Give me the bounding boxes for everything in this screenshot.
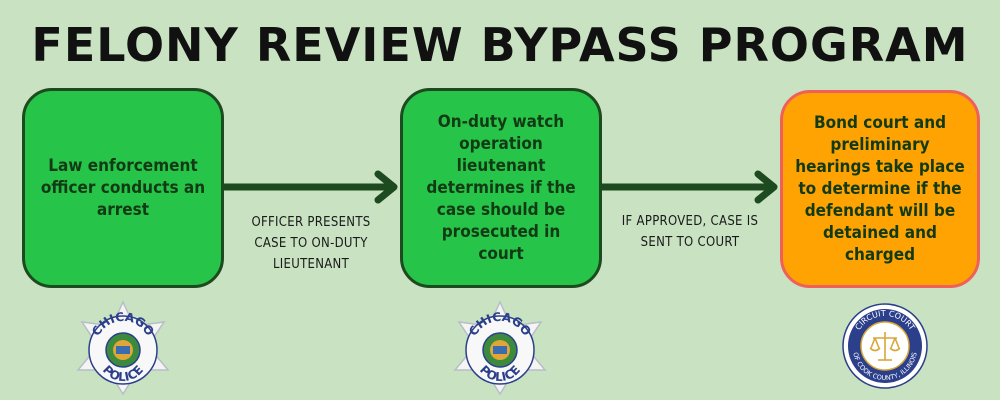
arrow-2 [602, 170, 778, 204]
diagram-title: FELONY REVIEW BYPASS PROGRAM [31, 18, 969, 72]
step-lieutenant-review-text: On-duty watch operation lieutenant deter… [426, 112, 576, 264]
arrow-1 [224, 170, 398, 204]
svg-text:POLICE: POLICE [477, 363, 523, 384]
step-bond-court: Bond court and preliminary hearings take… [780, 90, 980, 288]
cook-county-circuit-court-seal-logo: CIRCUIT COURT OF COOK COUNTY, ILLINOIS [842, 303, 928, 389]
connector-label-1-line-1: OFFICER PRESENTS [251, 215, 371, 230]
connector-label-2: IF APPROVED, CASE IS SENT TO COURT [602, 211, 778, 253]
connector-label-2-line-2: SENT TO COURT [640, 235, 740, 250]
badge-bottom-text: POLICE [100, 363, 146, 384]
connector-label-2-line-1: IF APPROVED, CASE IS [621, 214, 759, 229]
step-bond-court-text: Bond court and preliminary hearings take… [795, 113, 965, 265]
step-arrest-text: Law enforcement officer conducts an arre… [40, 156, 206, 220]
connector-label-1: OFFICER PRESENTS CASE TO ON-DUTY LIEUTEN… [222, 212, 400, 275]
connector-label-1-line-3: LIEUTENANT [272, 257, 350, 272]
step-arrest: Law enforcement officer conducts an arre… [22, 88, 224, 288]
chicago-police-badge-logo: CHICAGO POLICE [76, 300, 170, 396]
chicago-police-badge-logo-2: CHICAGO POLICE [453, 300, 547, 396]
step-lieutenant-review: On-duty watch operation lieutenant deter… [400, 88, 602, 288]
connector-label-1-line-2: CASE TO ON-DUTY [254, 236, 368, 251]
svg-text:POLICE: POLICE [100, 363, 146, 384]
badge-2-bottom-text: POLICE [477, 363, 523, 384]
